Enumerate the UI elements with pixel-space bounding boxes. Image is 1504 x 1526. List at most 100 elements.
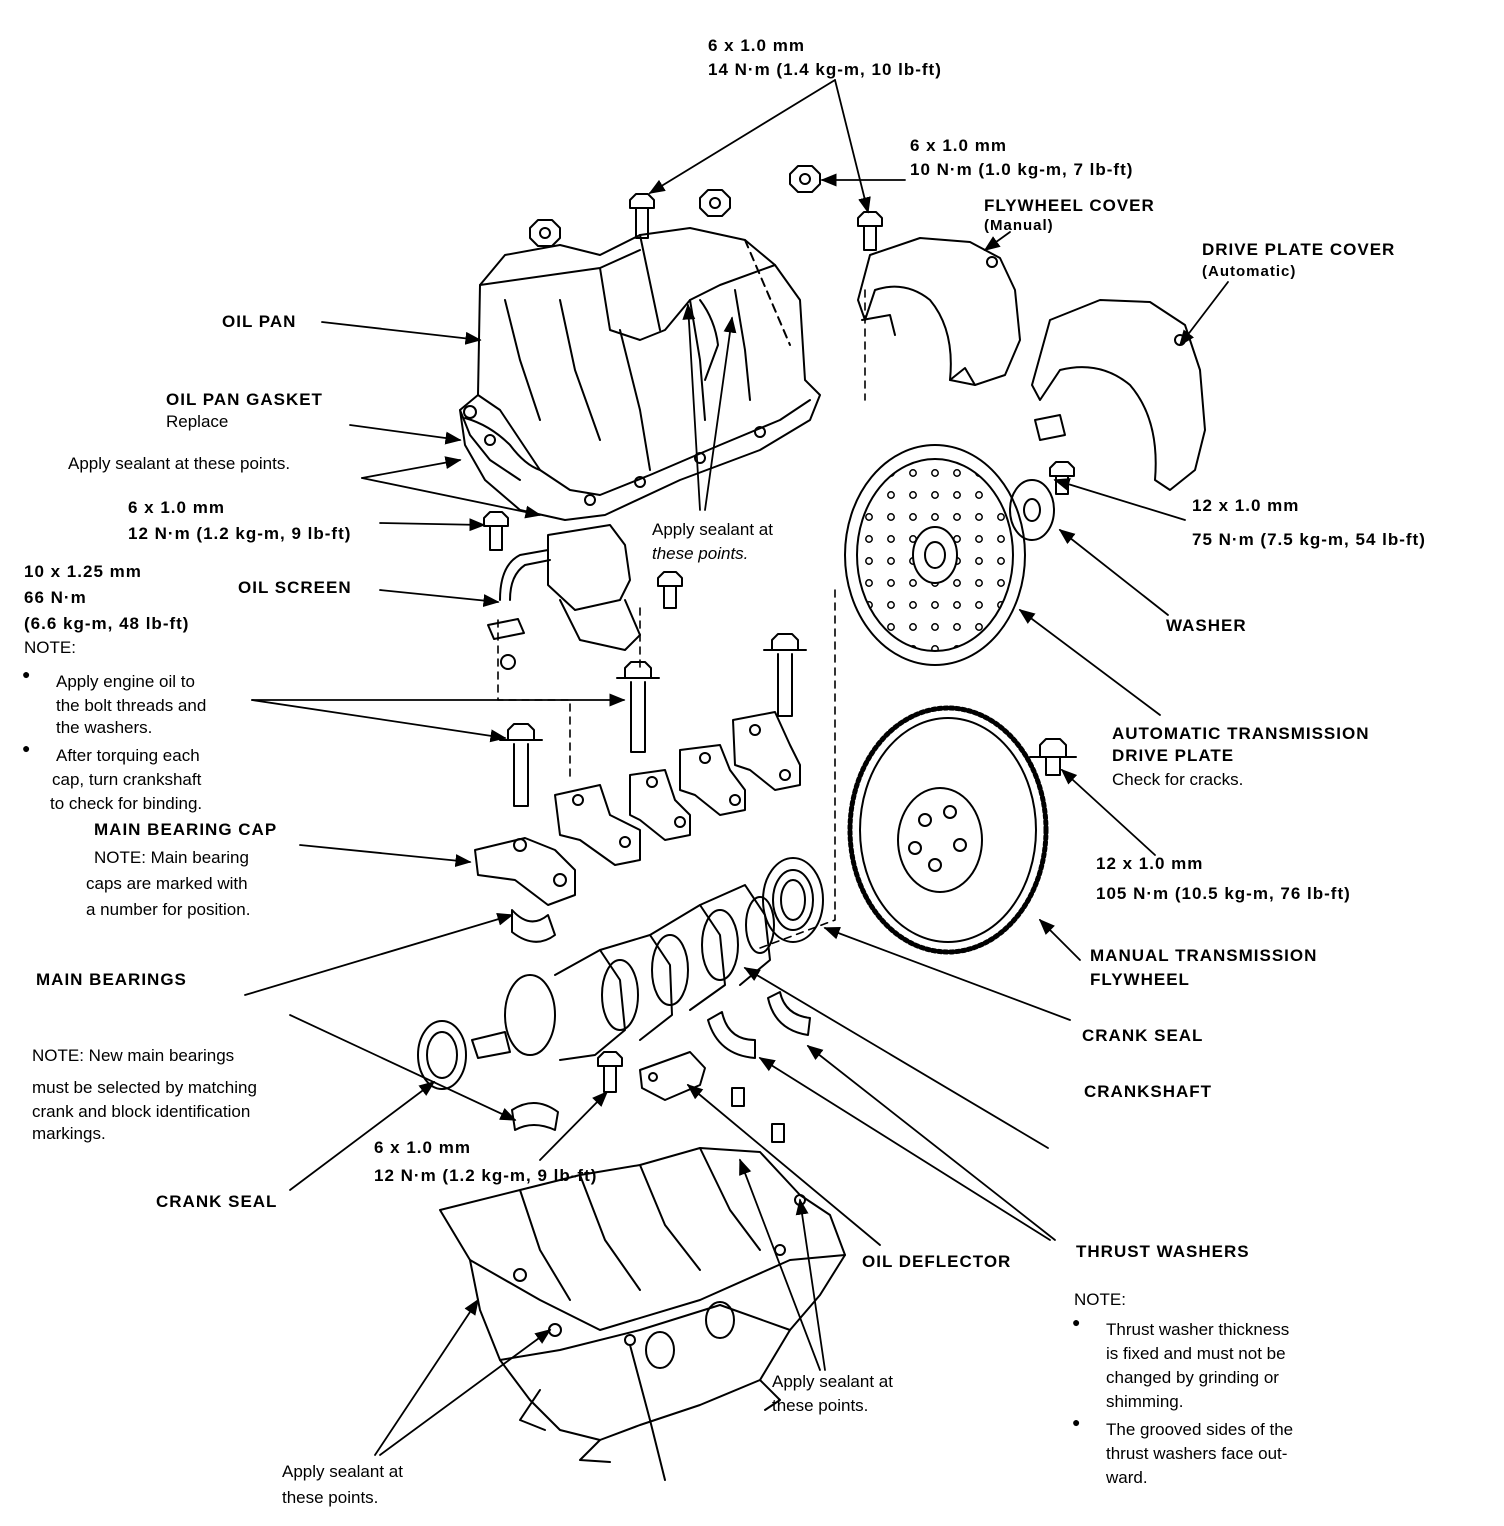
arrow-main-bearings-b [289, 1014, 517, 1121]
pan-bolt-torque: 12 N·m (1.2 kg-m, 9 lb-ft) [128, 524, 352, 543]
pan-bolt-size: 6 x 1.0 mm [128, 498, 225, 517]
bullet-icon: ● [22, 666, 31, 682]
arrow-oil-screen [379, 589, 500, 607]
arrow-crank-seal-left [289, 1081, 436, 1191]
main-cap-note-1: NOTE: Main bearing [94, 848, 249, 867]
bearings-note-3: crank and block identification [32, 1102, 251, 1121]
oil-deflector-label: OIL DEFLECTOR [862, 1252, 1012, 1271]
arrow-sealant-1b [361, 477, 542, 519]
bearings-note-1: NOTE: New main bearings [32, 1046, 235, 1065]
auto-drive-plate-label-2: DRIVE PLATE [1112, 746, 1235, 765]
bearings-note-2: must be selected by matching [32, 1078, 257, 1097]
manual-flywheel-label-2: FLYWHEEL [1090, 970, 1190, 989]
sealant-note-3b: these points. [772, 1396, 869, 1415]
arrow-main-cap [299, 844, 472, 867]
sealant-note-3a: Apply sealant at [772, 1372, 893, 1391]
flywheel-drawing [847, 705, 1049, 955]
arrow-drive-plate [1018, 609, 1161, 716]
arrow-top-to-cover-bolt [834, 79, 871, 214]
oil-pan-drawing [459, 227, 821, 521]
cover-bolt-size: 6 x 1.0 mm [910, 136, 1007, 155]
arrow-sealant-4b [379, 1329, 552, 1456]
arrow-main-bearings-a [244, 912, 514, 996]
thrust-note-2a: The grooved sides of the [1106, 1420, 1294, 1439]
engine-block-drawing [439, 1147, 846, 1481]
oil-deflector-drawing [639, 1051, 706, 1101]
arrow-drive-plate-cover [1179, 281, 1229, 347]
crankshaft-label: CRANKSHAFT [1084, 1082, 1213, 1101]
deflector-bolt-torque: 12 N·m (1.2 kg-m, 9 lb-ft) [374, 1166, 598, 1185]
main-bolt-size: 10 x 1.25 mm [24, 562, 142, 581]
arrow-oil-note-2 [251, 699, 507, 743]
thrust-note-1b: is fixed and must not be [1106, 1344, 1286, 1363]
oil-pan-gasket-label: OIL PAN GASKET [166, 390, 323, 409]
arrow-gasket [349, 424, 462, 445]
arrow-crank-seal-right [823, 927, 1071, 1021]
main-bolt-torque-alt: (6.6 kg-m, 48 lb-ft) [24, 614, 190, 633]
oil-pan-nuts [529, 165, 821, 247]
arrow-deflector-bolt [539, 1090, 609, 1161]
arrow-drive-bolt [1053, 478, 1186, 521]
flywheel-cover-note: (Manual) [984, 217, 1054, 234]
main-cap-note-2: caps are marked with [86, 874, 248, 893]
oil-screen-drawing [487, 524, 641, 670]
arrow-pan-bolt [379, 518, 486, 532]
arrow-sealant-2a [682, 303, 701, 511]
thrust-note-2c: ward. [1106, 1468, 1148, 1487]
cover-bolt-torque: 10 N·m (1.0 kg-m, 7 lb-ft) [910, 160, 1134, 179]
thrust-note-1d: shimming. [1106, 1392, 1184, 1411]
crank-seal-right-label: CRANK SEAL [1082, 1026, 1204, 1045]
arrow-crankshaft [743, 967, 1049, 1149]
oil-screen-label: OIL SCREEN [238, 578, 352, 597]
bullet-icon: ● [1072, 1314, 1081, 1330]
thrust-note-1a: Thrust washer thickness [1106, 1320, 1290, 1339]
bolt-note-1a: Apply engine oil to [56, 672, 195, 691]
arrow-sealant-4a [374, 1298, 479, 1456]
auto-drive-plate-label-1: AUTOMATIC TRANSMISSION [1112, 724, 1370, 743]
arrow-sealant-3a [739, 1158, 821, 1371]
bolt-note-1c: the washers. [56, 718, 153, 737]
drive-plate-cover-note: (Automatic) [1202, 263, 1297, 280]
arrow-oil-deflector [686, 1083, 881, 1246]
arrow-flywheel-bolt [1060, 768, 1156, 856]
bullet-icon: ● [1072, 1414, 1081, 1430]
drive-plate-drawing [844, 444, 1026, 666]
flywheel-cover-drawing [857, 237, 1021, 386]
drive-plate-cover-label: DRIVE PLATE COVER [1202, 240, 1396, 259]
arrow-top-to-bolt [648, 79, 836, 194]
flywheel-bolt-torque: 105 N·m (10.5 kg-m, 76 lb-ft) [1096, 884, 1351, 903]
arrow-sealant-2b [704, 316, 737, 511]
oil-pan-gasket-note: Replace [166, 412, 229, 431]
arrow-thrust-2 [806, 1044, 1056, 1241]
top-bolt-size: 6 x 1.0 mm [708, 36, 805, 55]
flywheel-cover-label: FLYWHEEL COVER [984, 196, 1155, 215]
main-bearing-shells [511, 909, 811, 1131]
flywheel-bolt-size: 12 x 1.0 mm [1096, 854, 1204, 873]
washer-drawing [1009, 479, 1055, 541]
main-bearings-label: MAIN BEARINGS [36, 970, 187, 989]
thrust-note-1c: changed by grinding or [1106, 1368, 1279, 1387]
small-bolts [483, 193, 1077, 1093]
main-bearing-caps [474, 711, 801, 906]
sealant-note-1: Apply sealant at these points. [68, 454, 291, 473]
bearings-note-4: markings. [32, 1124, 106, 1143]
arrow-washer [1058, 528, 1169, 616]
crankshaft-drawing [471, 884, 775, 1061]
main-bearing-bolts [499, 633, 807, 807]
dowel-pins [731, 1087, 785, 1143]
crank-seal-left-label: CRANK SEAL [156, 1192, 278, 1211]
arrow-flywheel-cover [983, 231, 1011, 251]
arrow-sealant-3b [795, 1198, 826, 1371]
crank-seal-rear [762, 857, 824, 943]
thrust-washers-label: THRUST WASHERS [1076, 1242, 1250, 1261]
arrow-flywheel [1038, 918, 1081, 961]
arrow-sealant-1a [361, 456, 462, 479]
deflector-bolt-size: 6 x 1.0 mm [374, 1138, 471, 1157]
crank-seal-front [417, 1020, 467, 1090]
drive-bolt-torque: 75 N·m (7.5 kg-m, 54 lb-ft) [1192, 530, 1426, 549]
washer-label: WASHER [1166, 616, 1247, 635]
arrow-oil-pan [321, 321, 482, 345]
thrust-note-2b: thrust washers face out- [1106, 1444, 1288, 1463]
